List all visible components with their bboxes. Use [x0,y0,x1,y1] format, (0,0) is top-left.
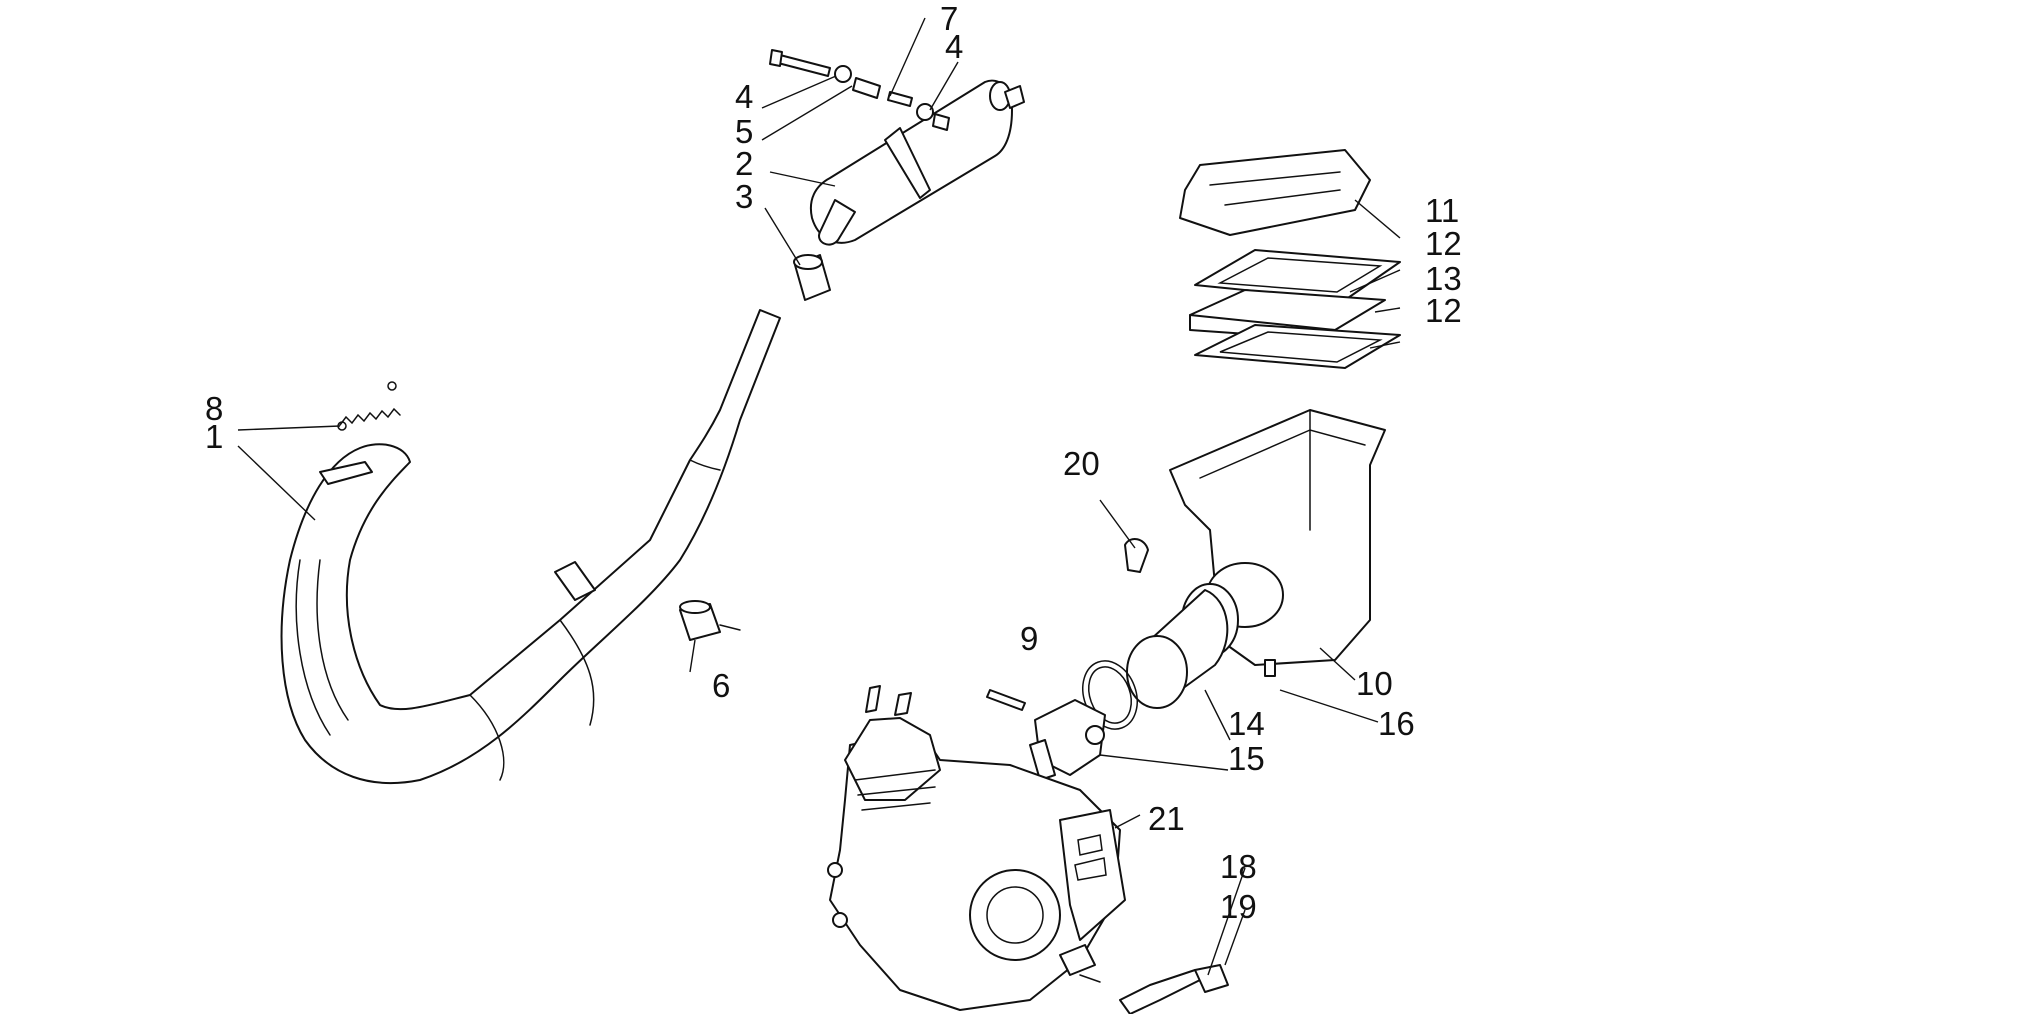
callout-10: 10 [1356,665,1393,702]
exhaust-expansion-chamber [280,309,781,784]
rubber-mount [679,600,741,641]
callout-labels: 8 1 7 4 4 5 2 3 6 9 11 12 13 12 20 10 14… [205,0,1462,925]
callout-12-upper: 12 [1425,225,1462,262]
callout-4-upper: 4 [945,28,963,65]
engine-block [827,685,1126,1011]
callout-12-lower: 12 [1425,292,1462,329]
callout-18: 18 [1220,848,1257,885]
callout-1: 1 [205,418,223,455]
callout-20: 20 [1063,445,1100,482]
callout-15: 15 [1228,740,1265,777]
ring-clamp [1082,660,1138,730]
carburetor [1029,699,1106,781]
filter-frame-lower [1194,324,1401,369]
callout-16: 16 [1378,705,1415,742]
mounting-bolt-set [769,49,950,131]
callout-14: 14 [1228,705,1265,742]
coupling-sleeve [793,254,831,301]
callout-11: 11 [1425,192,1459,229]
air-filter-cover [1179,149,1371,236]
leader-lines [237,17,1401,976]
callout-13: 13 [1425,260,1462,297]
callout-4: 4 [735,78,753,115]
callout-3: 3 [735,178,753,215]
kickstart-lever [1079,964,1229,1014]
callout-19: 19 [1220,888,1257,925]
callout-9: 9 [1020,620,1038,657]
filter-frame-upper [1194,249,1401,301]
callout-6: 6 [712,667,730,704]
pin [986,689,1026,711]
callout-21: 21 [1148,800,1185,837]
callout-5: 5 [735,113,753,150]
hose-clamp [1124,538,1149,573]
callout-2: 2 [735,145,753,182]
intake-sleeve [1126,583,1239,709]
callout-7: 7 [940,0,958,37]
silencer [810,79,1025,246]
spring-part [337,381,401,431]
callout-8: 8 [205,390,223,427]
